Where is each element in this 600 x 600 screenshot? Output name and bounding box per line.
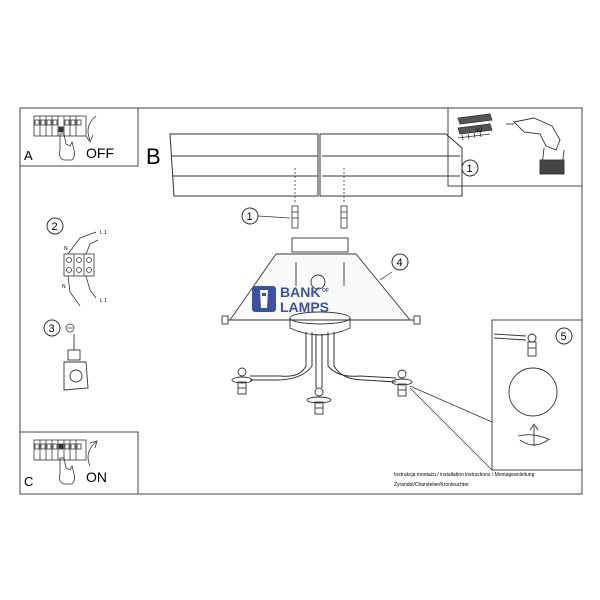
wall-plug-icon — [457, 113, 493, 135]
step-1-callout — [241, 207, 259, 225]
bank-of-lamps-logo: BANK OF LAMPS — [252, 284, 329, 315]
ground-terminal-icon — [63, 334, 89, 391]
logo-line2: LAMPS — [280, 299, 329, 315]
step-5-detail: 5 — [491, 319, 583, 471]
rotate-arrow-icon — [517, 423, 551, 446]
socket-right — [391, 369, 413, 397]
panel-a-letter: A — [24, 148, 33, 163]
terminal-block-icon — [63, 231, 99, 307]
panel-c: C ON — [19, 431, 139, 495]
screw-icon — [457, 131, 491, 141]
footer-product: Żyrandol/Chandelier/Kronleuchter — [394, 481, 469, 488]
step-3-ground: 3 — [43, 319, 89, 391]
breaker-box-icon — [33, 439, 87, 461]
canopy — [221, 237, 421, 336]
wire-l1-top: L 1 — [100, 230, 107, 236]
arm-detail — [493, 333, 537, 357]
step-3-number: 3 — [49, 323, 55, 335]
step-1-callout-number: 1 — [247, 211, 253, 223]
panel-a-action: OFF — [86, 145, 114, 161]
glass-globe — [508, 367, 558, 417]
step-5-number: 5 — [561, 331, 567, 343]
socket-left — [231, 367, 253, 395]
step-2-number: 2 — [52, 221, 58, 233]
hand-icon — [59, 457, 76, 485]
ground-symbol-icon — [65, 323, 75, 333]
step-4-leader — [379, 271, 393, 281]
ceiling-screw-left — [291, 168, 299, 229]
panel-c-letter: C — [24, 474, 33, 489]
breaker-box-icon — [33, 115, 87, 137]
ceiling-screw-right — [340, 168, 348, 229]
wire-n-bottom: N — [62, 284, 66, 290]
detail-leader-bottom — [409, 387, 493, 471]
arrow-up-icon — [87, 440, 98, 467]
step-5-badge — [555, 327, 573, 345]
step-1-leader — [257, 215, 291, 219]
socket-center — [306, 387, 332, 415]
footer-instructions: Instrukcja montażu / installation instru… — [394, 472, 535, 478]
arrow-down-icon — [85, 115, 97, 143]
screw-quantity: x2 — [476, 128, 483, 134]
chandelier-arms — [250, 332, 397, 388]
panel-c-action: ON — [86, 469, 107, 485]
step-4-callout-number: 4 — [397, 257, 403, 269]
detail-leader-top — [409, 385, 493, 423]
hand-icon — [59, 133, 76, 161]
step-2-wiring: 2 L 1 N N L 1 — [46, 217, 107, 307]
step-1-number: 1 — [467, 163, 473, 175]
tools-panel: x2 1 — [447, 107, 583, 187]
ceiling — [169, 133, 463, 197]
logo-of: OF — [322, 288, 329, 294]
wire-l1-bottom: L 1 — [100, 298, 107, 304]
logo-line1: BANK — [280, 284, 320, 300]
panel-b-letter: B — [146, 144, 161, 169]
drill-icon — [506, 117, 565, 175]
panel-a: A OFF — [19, 107, 139, 167]
outer-frame — [19, 107, 583, 495]
step-4-callout — [391, 253, 409, 271]
wire-n-top: N — [64, 246, 68, 252]
